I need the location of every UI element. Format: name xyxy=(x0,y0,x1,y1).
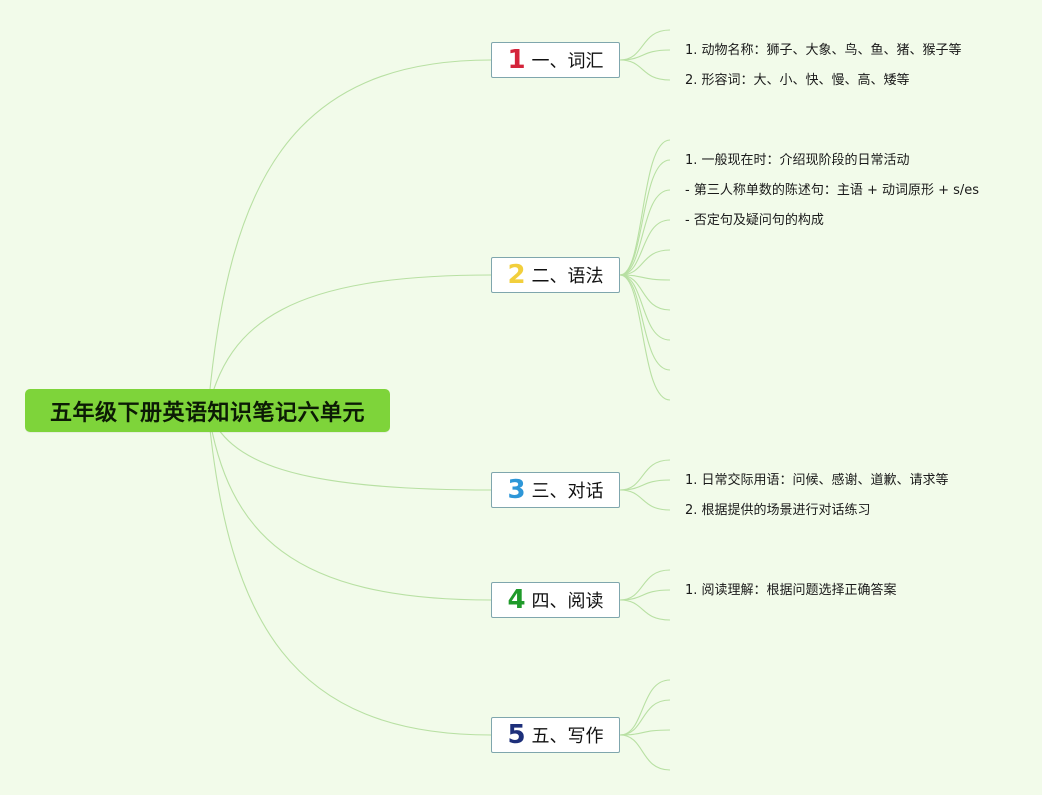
branch-vocabulary[interactable]: 1 一、词汇 xyxy=(491,42,620,78)
connector-line xyxy=(619,274,671,401)
connector-line xyxy=(619,249,671,276)
connector-line xyxy=(619,159,671,276)
connector-line xyxy=(619,274,671,281)
connector-line xyxy=(619,569,671,601)
connector-line xyxy=(619,459,671,491)
leaf-item[interactable]: - 第三人称单数的陈述句：主语 + 动词原形 + s/es xyxy=(685,183,980,198)
number-4-icon: 4 xyxy=(507,585,526,615)
leaf-item[interactable]: 1. 日常交际用语：问候、感谢、道歉、请求等 xyxy=(685,473,949,488)
connector-line xyxy=(207,59,492,411)
leaf-item[interactable]: - 否定句及疑问句的构成 xyxy=(685,213,824,228)
branch-label: 二、语法 xyxy=(531,266,604,287)
number-1-icon: 1 xyxy=(507,45,526,75)
branch-label: 五、写作 xyxy=(531,726,604,747)
connector-line xyxy=(619,599,671,621)
connector-line xyxy=(207,409,492,736)
leaf-item[interactable]: 1. 动物名称：狮子、大象、鸟、鱼、猪、猴子等 xyxy=(685,43,962,58)
branch-reading[interactable]: 4 四、阅读 xyxy=(491,582,620,618)
connector-line xyxy=(619,274,671,311)
connector-line xyxy=(619,589,671,601)
connector-line xyxy=(619,489,671,511)
connector-line xyxy=(619,679,671,736)
branch-label: 四、阅读 xyxy=(531,591,604,612)
connector-line xyxy=(619,139,671,276)
number-5-icon: 5 xyxy=(507,720,526,750)
connector-line xyxy=(619,29,671,61)
connector-line xyxy=(619,49,671,61)
connector-line xyxy=(619,59,671,81)
connector-line xyxy=(619,189,671,276)
connector-line xyxy=(619,729,671,736)
leaf-item[interactable]: 2. 根据提供的场景进行对话练习 xyxy=(685,503,871,518)
branch-label: 一、词汇 xyxy=(531,51,604,72)
connector-line xyxy=(619,479,671,491)
connector-line xyxy=(619,734,671,771)
connector-line xyxy=(619,274,671,371)
root-topic[interactable]: 五年级下册英语知识笔记六单元 xyxy=(25,389,390,432)
connector-line xyxy=(619,699,671,736)
connector-line xyxy=(619,274,671,341)
connector-line xyxy=(619,219,671,276)
number-3-icon: 3 xyxy=(507,475,526,505)
leaf-item[interactable]: 2. 形容词：大、小、快、慢、高、矮等 xyxy=(685,73,910,88)
leaf-item[interactable]: 1. 一般现在时：介绍现阶段的日常活动 xyxy=(685,153,910,168)
branch-dialogue[interactable]: 3 三、对话 xyxy=(491,472,620,508)
branch-label: 三、对话 xyxy=(531,481,604,502)
branch-grammar[interactable]: 2 二、语法 xyxy=(491,257,620,293)
leaf-item[interactable]: 1. 阅读理解：根据问题选择正确答案 xyxy=(685,583,897,598)
number-2-icon: 2 xyxy=(507,260,526,290)
connector-line xyxy=(207,409,492,601)
branch-writing[interactable]: 5 五、写作 xyxy=(491,717,620,753)
